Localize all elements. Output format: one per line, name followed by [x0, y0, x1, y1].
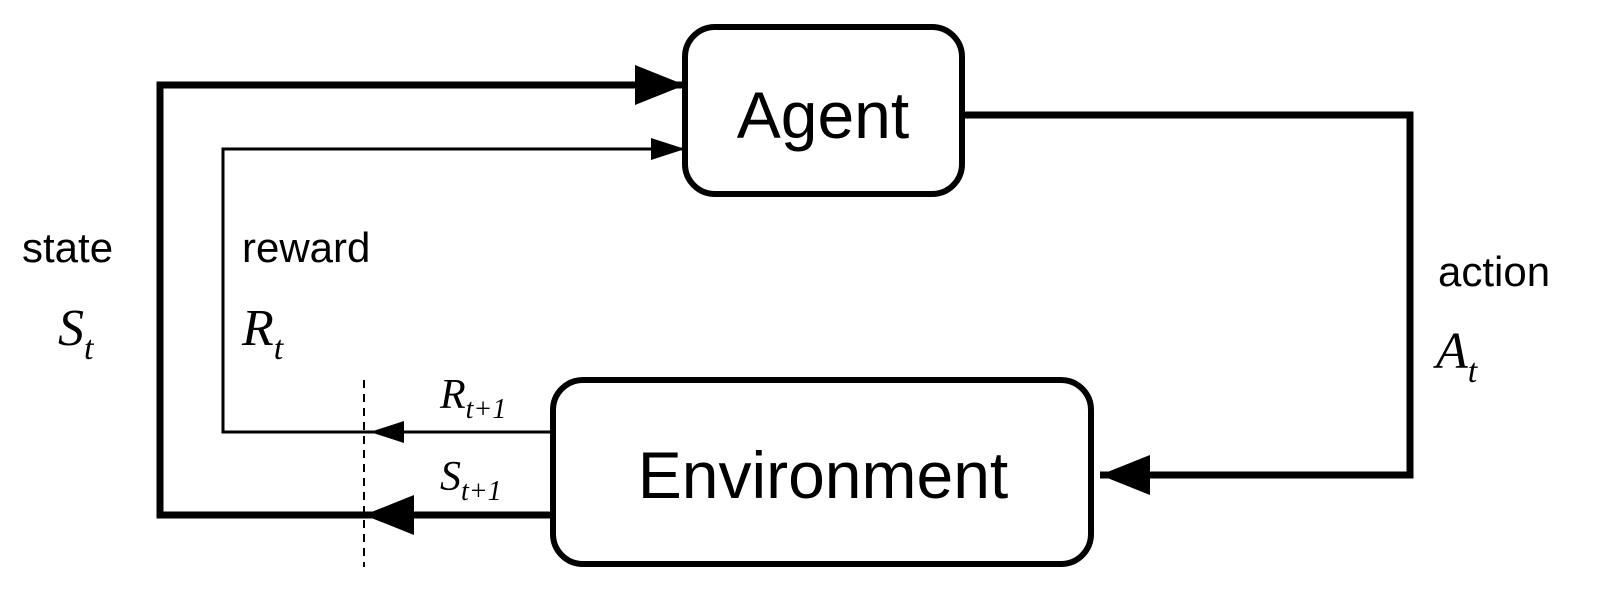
reward-label: reward: [242, 224, 370, 271]
state-symbol: St: [58, 300, 95, 367]
state-arrow: [156, 65, 685, 519]
agent-box: Agent: [682, 24, 965, 197]
next-state-symbol: St+1: [440, 454, 502, 507]
reward-symbol: Rt: [241, 300, 285, 367]
action-label: action: [1438, 248, 1550, 295]
environment-box: Environment: [550, 377, 1094, 567]
next-reward-symbol: Rt+1: [439, 372, 506, 425]
action-arrow: [962, 111, 1414, 495]
action-symbol: At: [1433, 323, 1479, 390]
state-label: state: [22, 224, 113, 271]
environment-label: Environment: [638, 438, 1009, 512]
agent-label: Agent: [737, 78, 909, 152]
